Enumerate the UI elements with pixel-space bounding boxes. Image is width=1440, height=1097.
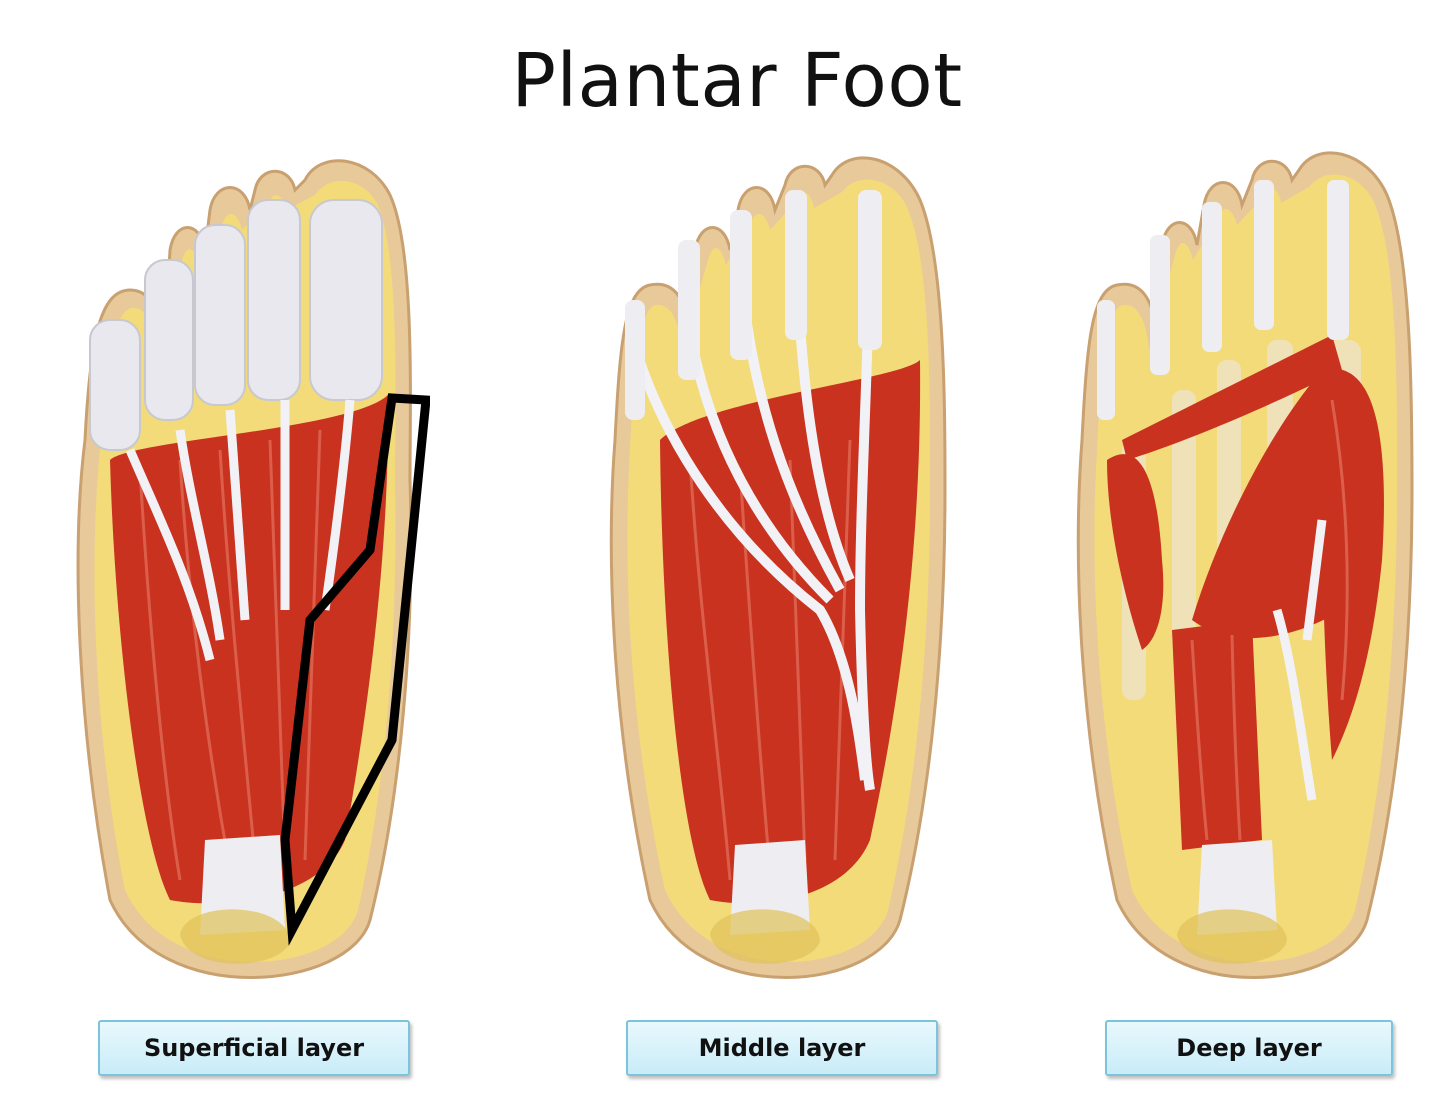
foot-illustration-deep (1076, 151, 1414, 979)
label-deep-layer: Deep layer (1105, 1020, 1393, 1076)
calcaneus (1177, 909, 1287, 964)
flexor-tendons (1272, 519, 1327, 801)
quadratus-plantae (660, 360, 921, 904)
label-superficial-layer: Superficial layer (98, 1020, 410, 1076)
deep-layer-illustration (1062, 140, 1422, 1020)
cut-flexor-muscles (1172, 620, 1262, 850)
toe-tendons (1097, 180, 1349, 420)
superficial-layer-illustration (70, 140, 430, 1020)
abductor-digiti-minimi-outline (280, 393, 430, 946)
flexor-hallucis-brevis (1321, 368, 1384, 760)
page-title: Plantar Foot (511, 38, 963, 124)
flexor-tendons (125, 399, 355, 662)
muscle-fibers (138, 429, 322, 881)
adductor-hallucis-transverse (1122, 335, 1342, 460)
calcaneus (180, 909, 290, 964)
flexor-digiti-minimi (1107, 454, 1164, 650)
toe-tendons (625, 190, 882, 420)
middle-layer-illustration (600, 140, 960, 1020)
muscle-fibers (1190, 399, 1349, 841)
foot-illustration-middle (609, 156, 947, 979)
toe-tendons (89, 199, 383, 451)
foot-illustration-superficial (76, 159, 430, 979)
calcaneus (710, 909, 820, 964)
plantar-muscles (110, 395, 389, 904)
label-middle-layer: Middle layer (626, 1020, 938, 1076)
